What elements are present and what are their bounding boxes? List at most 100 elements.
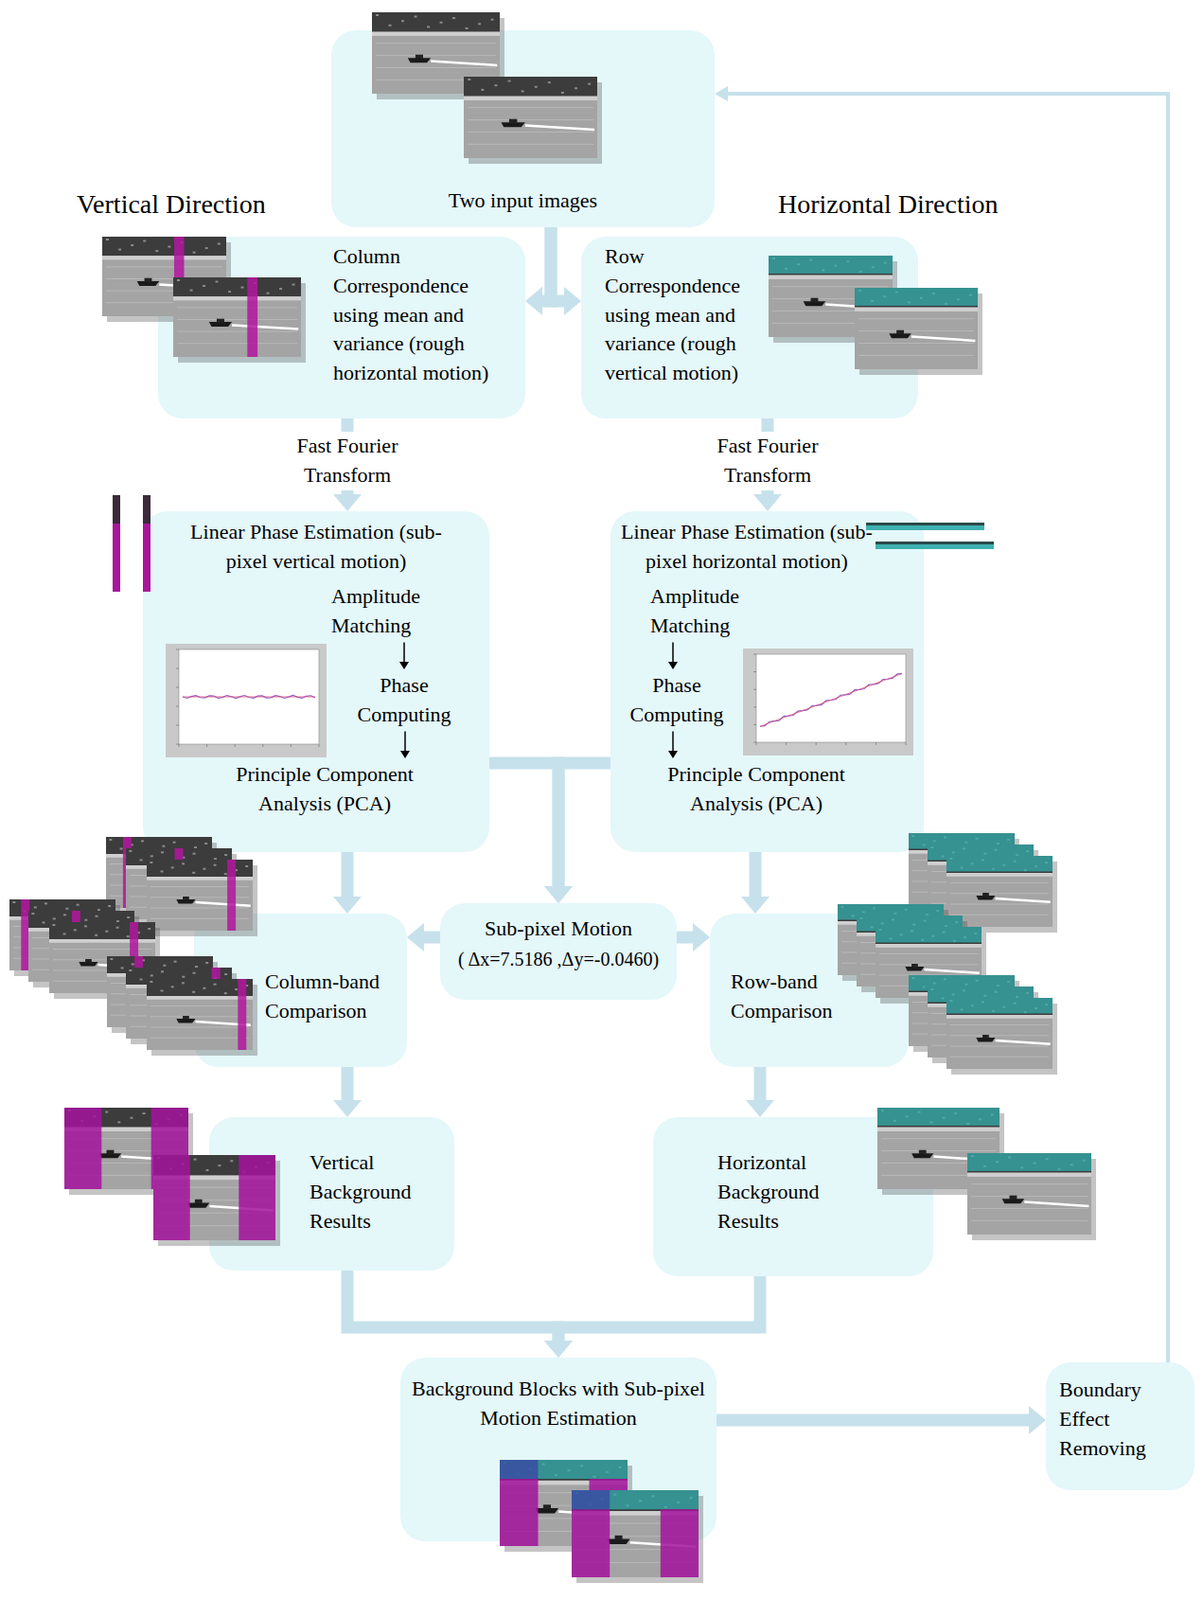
photo-shore [102, 255, 227, 260]
box-text: Column Correspondence using mean and var… [333, 242, 509, 389]
process-box: Two input images [331, 30, 715, 228]
column-band [175, 848, 184, 920]
plot-tick [176, 706, 179, 708]
sea-ripple [950, 892, 1049, 894]
rock-spot [440, 21, 443, 24]
rock-spot [171, 860, 175, 863]
rock-spot [983, 994, 987, 997]
sea-ripple [110, 992, 210, 994]
rock-spot [1032, 1162, 1036, 1165]
photo-shore [28, 927, 135, 932]
boat [136, 995, 156, 1001]
flow-arrow [341, 1066, 354, 1100]
rock-spot [160, 989, 164, 991]
rock-spot [137, 931, 141, 934]
rock-spot [943, 835, 947, 838]
rock-spot [94, 934, 98, 937]
rock-spot [228, 290, 231, 293]
photo-shadow [14, 904, 121, 976]
boat-cabin [963, 1023, 971, 1027]
rock-spot [911, 834, 915, 837]
plot-tick [176, 743, 179, 745]
photo-shore [463, 96, 598, 101]
flow-arrow [676, 931, 693, 944]
rock-spot [1002, 1006, 1006, 1009]
boat-cabin [911, 963, 919, 968]
photo-thumbnail [102, 236, 231, 322]
boat [176, 899, 195, 904]
boat-wake [976, 1028, 1032, 1033]
sea-ripple [150, 907, 249, 909]
sea-ripple [375, 54, 496, 56]
box-text: Horizontal Background Results [717, 1148, 836, 1236]
rock-spot [141, 958, 145, 961]
photo-sea [28, 910, 135, 982]
rock-spot [131, 962, 135, 965]
photo-thumbnail [877, 1107, 1005, 1195]
rock-spot [193, 852, 196, 855]
boat-wake [209, 1205, 273, 1211]
rock-spot [930, 988, 934, 991]
rock-spot [477, 22, 481, 25]
boat-wake [995, 898, 1051, 903]
text-slot: Principle Component Analysis (PCA) [229, 760, 420, 819]
box-text: Boundary Effect Removing [1059, 1375, 1159, 1463]
rock-spot [142, 240, 146, 243]
photo-sea [146, 859, 253, 931]
rock-spot [241, 286, 245, 289]
boat-cabin [216, 318, 225, 323]
sea-ripple [129, 1004, 229, 1006]
sea-ripple [375, 79, 496, 81]
boat [135, 876, 155, 882]
photo-rocks [9, 899, 116, 917]
text-slot: Linear Phase Estimation (sub-pixel horiz… [611, 517, 883, 577]
plot-frame [165, 643, 327, 758]
rock-spot [772, 257, 776, 260]
column-block [589, 1478, 629, 1546]
rock-spot [229, 1159, 233, 1162]
photo-rocks [102, 236, 227, 256]
photo-rocks [927, 986, 1034, 1004]
photo-rocks [173, 277, 301, 297]
rock-spot [619, 1466, 622, 1469]
column-band [174, 236, 184, 317]
photo-shadow [177, 283, 306, 363]
rock-spot [960, 1008, 964, 1010]
sea-ripple [912, 869, 1011, 871]
rock-spot [42, 920, 46, 923]
row-band [768, 255, 893, 274]
text-slot: Amplitude Matching [650, 582, 764, 641]
sea-ripple [150, 896, 249, 898]
flow-arrow [424, 931, 441, 944]
box-text: Amplitude Matching [331, 582, 445, 641]
sea-ripple [32, 947, 131, 949]
rock-spot [796, 263, 800, 266]
plot-tick [176, 725, 179, 726]
rock-spot [202, 987, 206, 990]
rock-spot [149, 980, 153, 983]
rock-spot [181, 856, 185, 859]
sea-ripple [912, 1001, 1011, 1003]
boat-cabin [415, 54, 424, 59]
photo-sea [106, 955, 213, 1027]
sea-ripple [53, 970, 152, 972]
rock-spot [973, 932, 977, 935]
flow-arrow [754, 1066, 767, 1100]
photo-rocks [153, 1154, 276, 1176]
rock-spot [664, 1505, 668, 1508]
rock-spot [147, 927, 151, 930]
rock-spot [126, 935, 130, 938]
text-slot: Row Correspondence using mean and varian… [604, 242, 780, 389]
rock-spot [480, 88, 484, 91]
rock-spot [205, 247, 209, 249]
plot-tick [178, 743, 180, 747]
photo-sea [64, 1107, 189, 1189]
rock-spot [213, 983, 217, 986]
rock-spot [108, 838, 112, 841]
photo-sea [908, 974, 1015, 1046]
photo-sea [125, 848, 232, 920]
rock-spot [140, 977, 143, 980]
rock-spot [155, 1122, 159, 1125]
rock-spot [893, 912, 897, 915]
